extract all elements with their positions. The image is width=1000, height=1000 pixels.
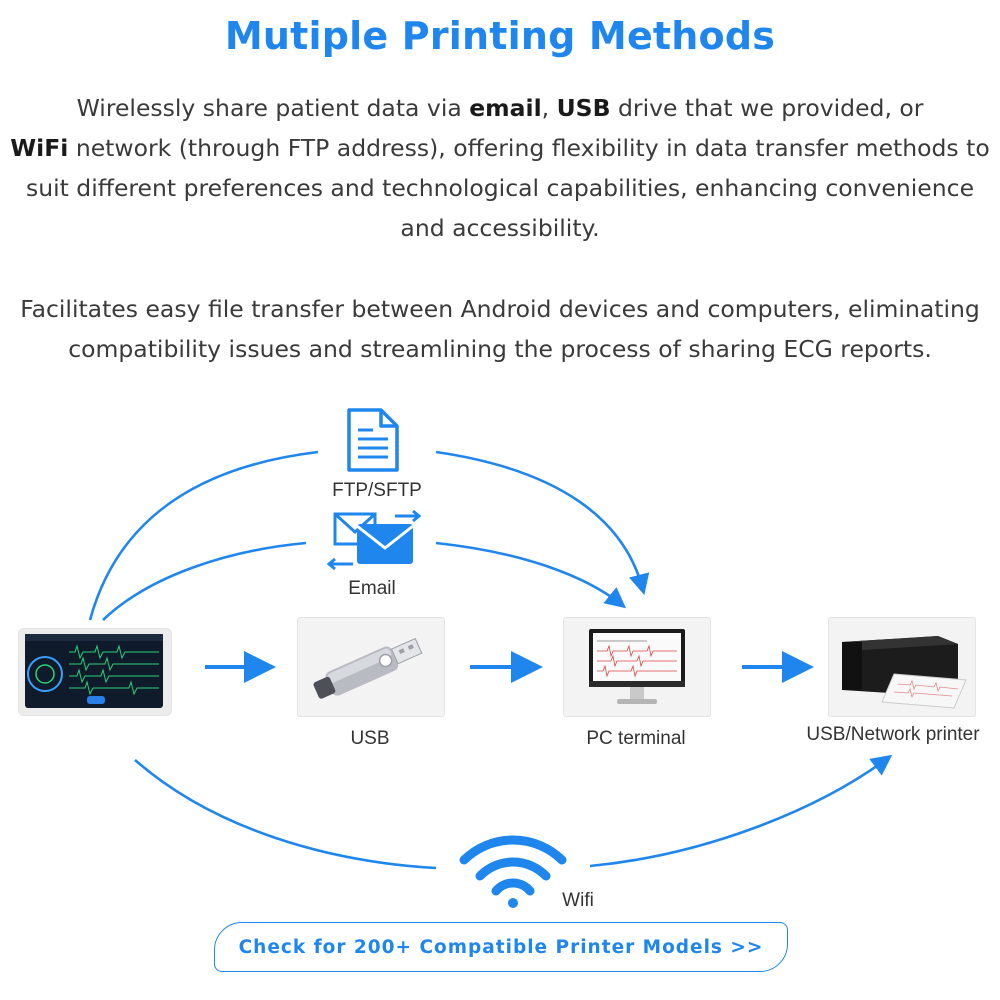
wifi-label: Wifi bbox=[562, 890, 594, 911]
ftp-arc-right bbox=[435, 450, 650, 596]
intro-paragraph: Wirelessly share patient data via email,… bbox=[10, 88, 990, 248]
usb-drive-icon bbox=[313, 637, 423, 699]
intro-text-2: , bbox=[541, 94, 557, 122]
intro-bold-wifi: WiFi bbox=[10, 134, 69, 162]
page-title: Mutiple Printing Methods bbox=[224, 14, 776, 58]
email-transfer-icon bbox=[326, 509, 422, 571]
ftp-arc-left bbox=[88, 450, 319, 621]
pc-label: PC terminal bbox=[586, 728, 686, 749]
intro-text-3: drive that we provided, or bbox=[610, 94, 924, 122]
email-arc-left bbox=[102, 541, 307, 621]
wifi-icon bbox=[459, 835, 567, 908]
intro-bold-usb: USB bbox=[556, 94, 611, 122]
computer-monitor-icon bbox=[589, 629, 685, 704]
transfer-paragraph: Facilitates easy file transfer between A… bbox=[20, 295, 980, 363]
ecg-tablet-icon bbox=[25, 634, 163, 708]
email-label: Email bbox=[348, 578, 396, 599]
email-arc-right bbox=[435, 541, 627, 609]
wifi-arc-right bbox=[589, 754, 893, 868]
compatible-printers-link[interactable]: Check for 200+ Compatible Printer Models… bbox=[214, 922, 788, 972]
usb-label: USB bbox=[350, 728, 390, 749]
document-icon bbox=[347, 408, 399, 472]
printer-box bbox=[828, 617, 976, 717]
pc-box bbox=[563, 617, 711, 717]
intro-text-1: Wirelessly share patient data via bbox=[76, 94, 470, 122]
wifi-arc-left bbox=[134, 759, 437, 870]
intro-text-4: network (through FTP address), offering … bbox=[25, 134, 990, 242]
intro-bold-email: email bbox=[469, 94, 542, 122]
ftp-label: FTP/SFTP bbox=[332, 480, 422, 501]
printer-label: USB/Network printer bbox=[806, 724, 980, 745]
printer-icon bbox=[842, 636, 967, 709]
usb-box bbox=[297, 617, 445, 717]
ecg-tablet-box bbox=[18, 628, 172, 716]
